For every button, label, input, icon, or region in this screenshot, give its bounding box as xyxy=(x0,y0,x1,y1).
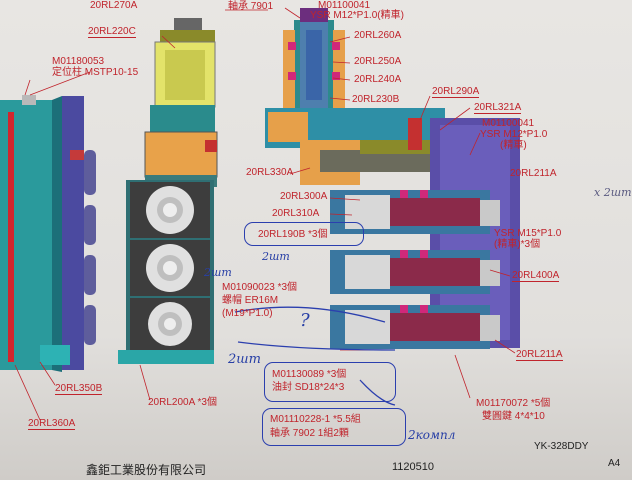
label-ysr-m12: YSR M12*P1.0 xyxy=(480,129,548,140)
label-ysr-m15: YSR M15*P1.0 xyxy=(494,228,562,239)
footer-company: 鑫鉅工業股份有限公司 xyxy=(86,463,207,477)
label-oil-seal: 油封 SD18*24*3 xyxy=(272,382,345,393)
label-20rl211a-top: 20RL211A xyxy=(510,168,557,179)
label-20rl350b: 20RL350B xyxy=(55,383,103,395)
label-20rl240a: 20RL240A xyxy=(354,74,402,85)
label-m01180053: M01180053 xyxy=(52,56,105,67)
handwritten-2pcs-2: 2шт xyxy=(204,266,232,279)
label-ysr-m12-top: YSR M12*P1.0(精車) xyxy=(310,10,404,21)
label-20rl260a: 20RL260A xyxy=(354,30,402,41)
label-bearing-7902: 軸承 7902 1組2顆 xyxy=(270,428,349,439)
label-m19: (M19*P1.0) xyxy=(222,308,273,319)
label-m01170072: M01170072 *5個 xyxy=(476,398,551,409)
vertical-spindle xyxy=(283,8,345,110)
label-20rl400a: 20RL400A xyxy=(512,270,560,282)
handwritten-margin-note: x 2шт xyxy=(594,186,632,199)
label-20rl250a: 20RL250A xyxy=(354,56,402,67)
label-20rl321a: 20RL321A xyxy=(474,102,522,114)
label-m01130089: M01130089 *3個 xyxy=(272,369,347,380)
handwritten-circle-2 xyxy=(264,362,396,402)
handwritten-2pcs-1: 2шт xyxy=(262,250,290,263)
label-ysr-m15-sub: (精車)*3個 xyxy=(494,239,541,250)
handwritten-circle-3 xyxy=(262,408,406,446)
label-20rl310a: 20RL310A xyxy=(272,208,320,219)
label-20rl360a: 20RL360A xyxy=(28,418,76,430)
handwritten-2pcs-3: 2шт xyxy=(228,352,261,367)
label-jingche: (精車) xyxy=(500,140,527,151)
footer-sheet-size: A4 xyxy=(608,458,621,469)
leader-lines xyxy=(14,7,516,421)
handwritten-circle-1 xyxy=(244,222,364,246)
handwritten-marks xyxy=(234,306,396,406)
label-locating-pin: 定位柱 MSTP10-15 xyxy=(52,67,139,78)
footer-model: YK-328DDY xyxy=(534,441,589,452)
left-housing xyxy=(0,95,96,372)
label-20rl330a: 20RL330A xyxy=(246,167,294,178)
label-m01110228: M01110228-1 *5.5組 xyxy=(270,414,361,425)
label-m01100041-top: M01100041 xyxy=(318,0,371,11)
label-20rl300a: 20RL300A xyxy=(280,191,328,202)
label-20rl290a: 20RL290A xyxy=(432,86,480,98)
label-m01100041: M01100041 xyxy=(482,118,535,129)
label-20rl220c: 20RL220C xyxy=(88,26,136,38)
label-20rl211a-bottom: 20RL211A xyxy=(516,349,563,361)
spindle-column xyxy=(118,18,218,364)
footer-drawing-number: 1120510 xyxy=(392,461,435,473)
label-20rl200a: 20RL200A *3個 xyxy=(148,397,217,408)
label-20rl230b: 20RL230B xyxy=(352,94,400,105)
handwritten-2-sets: 2компл xyxy=(408,428,456,442)
label-m01090023: M01090023 *3個 xyxy=(222,282,298,293)
label-nut-er16m: 螺帽 ER16M xyxy=(222,295,279,306)
cartridge-rows xyxy=(330,190,500,349)
label-round-key: 雙圓鍵 4*4*10 xyxy=(482,411,545,422)
label-20rl270a: 20RL270A xyxy=(90,0,138,11)
handwritten-question: ? xyxy=(300,310,310,331)
label-bearing-7901: 軸承 7901 xyxy=(228,1,274,12)
label-20rl190b: 20RL190B *3個 xyxy=(258,229,328,240)
